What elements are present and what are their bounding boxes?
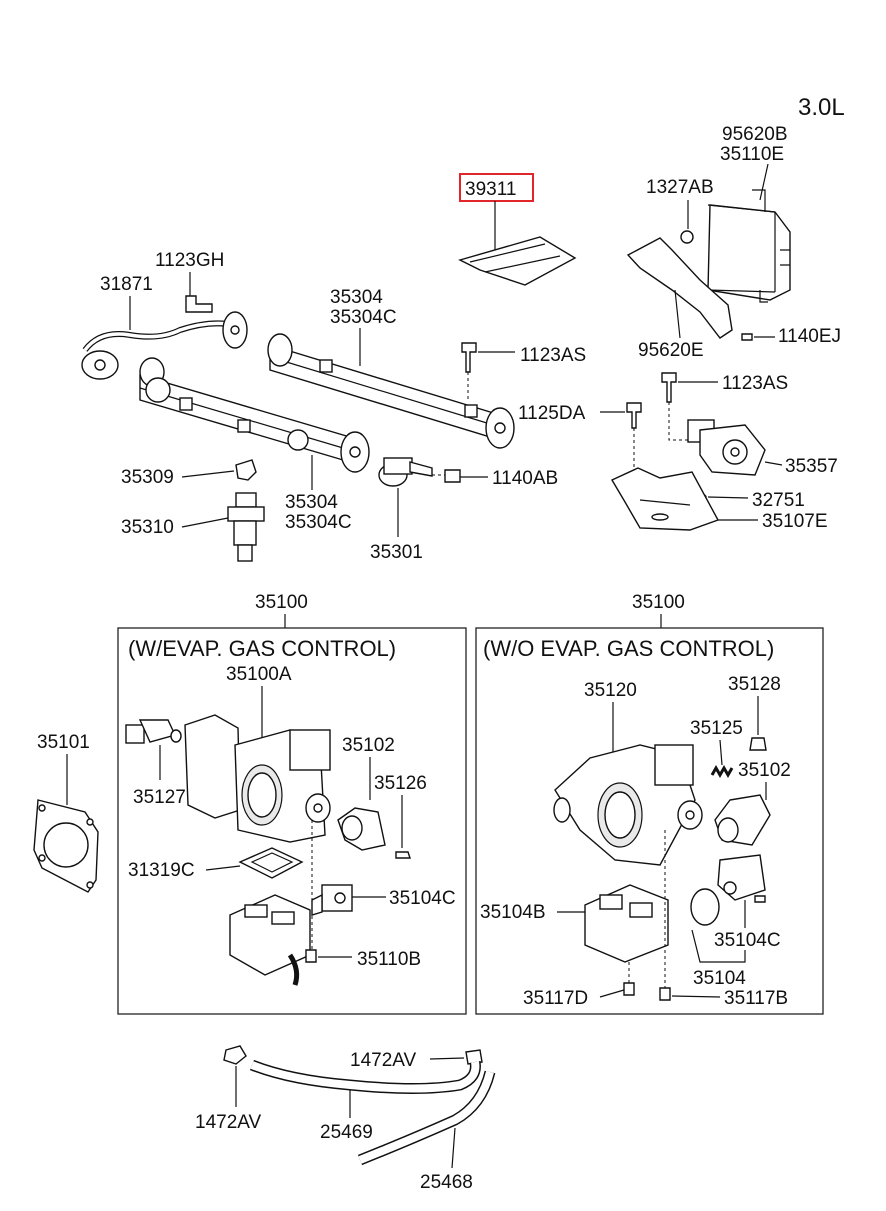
throttle-body-right — [553, 744, 703, 866]
ecm-bracket — [626, 237, 733, 339]
bolt-1123GH-icon — [185, 295, 213, 313]
label-1140AB: 1140AB — [492, 468, 558, 489]
bolt-1123AS-upper-icon — [461, 342, 477, 373]
label-35110E: 35110E — [720, 144, 784, 165]
label-39311: 39311 — [465, 179, 516, 200]
label-1123AS-right: 1123AS — [722, 373, 788, 394]
label-35126: 35126 — [374, 773, 427, 794]
label-35125: 35125 — [690, 718, 743, 739]
label-35309: 35309 — [121, 467, 174, 488]
bolt-1125DA-icon — [626, 402, 642, 429]
sensor-35357 — [687, 419, 766, 476]
label-31319C: 31319C — [128, 860, 195, 881]
engine-label: 3.0L — [798, 94, 845, 121]
label-95620B: 95620B — [722, 124, 788, 145]
idle-actuator-base-left — [229, 894, 311, 986]
box-without-evap — [475, 627, 824, 1015]
label-35304C-lower: 35304C — [285, 512, 352, 533]
label-1125DA: 1125DA — [518, 403, 586, 424]
box-with-evap-title: (W/EVAP. GAS CONTROL) — [128, 636, 396, 661]
label-1327AB: 1327AB — [646, 177, 714, 198]
highlight-box-39311 — [459, 173, 534, 202]
hose-25469 — [249, 1059, 481, 1094]
label-35100-right: 35100 — [632, 592, 685, 613]
label-35127: 35127 — [133, 787, 186, 808]
spring-35125-icon — [710, 764, 734, 779]
label-1140EJ: 1140EJ — [778, 326, 841, 347]
gasket-31319C — [238, 847, 304, 879]
throttle-body-left — [184, 714, 331, 843]
fuel-rail-lower — [139, 357, 370, 473]
bracket-35107E — [611, 467, 720, 531]
fuel-rail-upper — [267, 333, 515, 449]
label-31871: 31871 — [100, 274, 153, 295]
label-35304-lower: 35304 — [285, 492, 338, 513]
label-1123GH: 1123GH — [155, 250, 224, 271]
gasket-35101 — [33, 799, 99, 893]
fitting-35127 — [125, 719, 182, 744]
label-35304-upper: 35304 — [330, 287, 383, 308]
label-1472AV-left: 1472AV — [195, 1112, 262, 1133]
label-35101: 35101 — [37, 732, 90, 753]
label-35104B: 35104B — [480, 902, 546, 923]
label-35117B: 35117B — [724, 988, 788, 1009]
sensor-35301 — [378, 457, 433, 487]
bolt-1140AB-icon — [444, 469, 461, 483]
label-25468: 25468 — [420, 1172, 473, 1193]
idle-actuator-base-right — [584, 884, 669, 963]
screw-35104C-right-icon — [754, 895, 766, 903]
sensor-35102-left — [337, 807, 386, 851]
sensor-35102-right — [714, 794, 771, 846]
injector-35310 — [227, 492, 265, 562]
fuel-pipe-31871 — [81, 311, 248, 380]
label-35102-right: 35102 — [738, 760, 791, 781]
label-35100-left: 35100 — [255, 592, 308, 613]
label-35304C-upper: 35304C — [330, 307, 397, 328]
screw-35126-icon — [395, 851, 411, 859]
box-with-evap — [117, 627, 467, 1015]
label-35100A: 35100A — [226, 664, 292, 685]
label-1472AV-right: 1472AV — [350, 1050, 417, 1071]
label-32751: 32751 — [752, 490, 805, 511]
hose-25468 — [357, 1070, 496, 1166]
screw-35117D-icon — [623, 982, 635, 996]
o-ring-35104-icon — [690, 888, 720, 926]
label-35104C-right: 35104C — [714, 930, 781, 951]
label-35301: 35301 — [370, 542, 423, 563]
clamp-1472AV-left-icon — [223, 1045, 247, 1065]
ecm-module — [707, 189, 791, 303]
cap-35128-icon — [749, 737, 767, 751]
screw-35110B-icon — [305, 949, 317, 963]
label-35104: 35104 — [693, 968, 746, 989]
clamp-1472AV-right-icon — [465, 1049, 483, 1065]
label-35310: 35310 — [121, 517, 174, 538]
bolt-1123AS-right-icon — [661, 372, 677, 403]
label-35110B: 35110B — [357, 949, 421, 970]
label-35117D: 35117D — [523, 988, 588, 1009]
label-1123AS-upper: 1123AS — [520, 345, 586, 366]
label-95620E: 95620E — [638, 340, 704, 361]
label-35107E: 35107E — [762, 511, 828, 532]
nut-1327AB-icon — [680, 230, 694, 244]
label-35102-left: 35102 — [342, 735, 395, 756]
screw-1140EJ-icon — [741, 333, 753, 341]
label-35128: 35128 — [728, 674, 781, 695]
valve-35104C-right — [717, 854, 766, 901]
label-35357: 35357 — [785, 456, 838, 477]
label-35104C-left: 35104C — [389, 888, 456, 909]
valve-35104C-left — [311, 884, 353, 916]
label-25469: 25469 — [320, 1122, 373, 1143]
label-35120: 35120 — [584, 680, 637, 701]
screw-35117B-icon — [659, 987, 671, 1001]
clip-35309-icon — [235, 459, 257, 481]
bracket-39311 — [458, 236, 577, 286]
box-without-evap-title: (W/O EVAP. GAS CONTROL) — [483, 636, 774, 661]
